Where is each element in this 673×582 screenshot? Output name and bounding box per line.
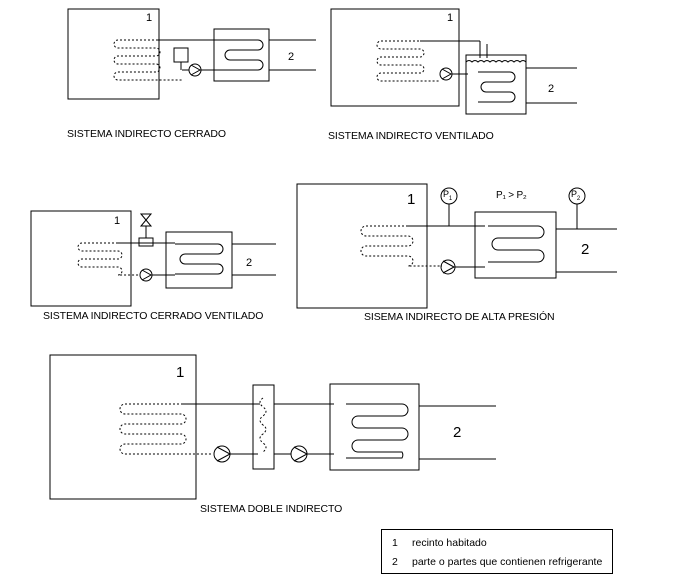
legend-number: 2: [392, 556, 398, 568]
diagram-indirecto-ventilado: [330, 8, 577, 115]
intermediate-exchanger-box: [252, 384, 275, 470]
pump-icon: [213, 445, 232, 463]
pressure-relation: P₁ > P₂: [496, 190, 527, 201]
occupied-space-box: [296, 183, 428, 309]
heat-exchanger-box: [213, 28, 270, 82]
zone1-label: 1: [114, 215, 120, 227]
open-tank-box: [465, 54, 527, 115]
pressure-gauge-p1-icon: [440, 187, 458, 205]
zone2-label: 2: [288, 51, 294, 63]
occupied-space-box: [67, 8, 160, 100]
heat-exchanger-box: [165, 231, 233, 289]
legend-number: 1: [392, 537, 398, 549]
vent-valve-icon: [139, 213, 153, 227]
occupied-space-box: [330, 8, 460, 107]
dotted-coil: [376, 40, 475, 82]
caption: SISEMA INDIRECTO DE ALTA PRESIÓN: [364, 311, 555, 323]
pump-icon: [440, 259, 456, 275]
dotted-coil: [113, 39, 210, 81]
dotted-coil: [77, 242, 170, 276]
caption: SISTEMA INDIRECTO CERRADO VENTILADO: [43, 310, 264, 322]
zone1-label: 1: [146, 12, 152, 24]
caption: SISTEMA INDIRECTO VENTILADO: [328, 130, 494, 142]
pump-icon: [439, 67, 453, 81]
diagram-indirecto-cerrado-ventilado: [30, 210, 276, 307]
zone1-label: 1: [407, 191, 416, 208]
occupied-space-box: [30, 210, 132, 307]
exchanger-coil: [218, 39, 264, 71]
zone2-label: 2: [581, 241, 590, 258]
dotted-coil: [360, 225, 480, 267]
zone2-label: 2: [548, 83, 554, 95]
exchanger-coil: [488, 225, 545, 263]
zone1-label: 1: [447, 12, 453, 24]
pressure-gauge-p2-icon: [568, 187, 586, 205]
vent-fitting: [138, 237, 154, 247]
intermediate-coil: [259, 397, 267, 453]
occupied-space-box: [49, 354, 197, 500]
exchanger-coil: [175, 243, 224, 275]
pump-icon: [290, 445, 309, 463]
zone2-label: 2: [453, 424, 462, 441]
gauge-p2-label: P2: [571, 189, 580, 202]
diagram-indirecto-cerrado: [67, 8, 316, 100]
diagram-indirecto-alta-presion: [296, 183, 617, 309]
caption: SISTEMA DOBLE INDIRECTO: [200, 503, 343, 515]
legend-box: 1 recinto habitado 2 parte o partes que co…: [381, 529, 613, 574]
legend-item: 1 recinto habitado: [392, 537, 487, 549]
zone2-label: 2: [246, 257, 252, 269]
gauge-p1-label: P1: [443, 189, 452, 202]
legend-text: parte o partes que contienen refrigerant…: [412, 556, 603, 568]
caption: SISTEMA INDIRECTO CERRADO: [67, 128, 226, 140]
heat-exchanger-box: [329, 383, 420, 471]
diagram-doble-indirecto: [49, 354, 496, 500]
dotted-coil: [119, 403, 255, 455]
heat-exchanger-box: [474, 211, 557, 279]
liquid-surface: [465, 60, 527, 63]
expansion-vessel: [173, 47, 189, 63]
exchanger-coil: [478, 71, 516, 103]
legend-text: recinto habitado: [412, 537, 487, 549]
pump-icon: [139, 268, 153, 282]
exchanger-coil: [346, 403, 409, 459]
pump-icon: [188, 63, 202, 77]
legend-item: 2 parte o partes que contienen refrigeran…: [392, 556, 602, 568]
zone1-label: 1: [176, 364, 185, 381]
